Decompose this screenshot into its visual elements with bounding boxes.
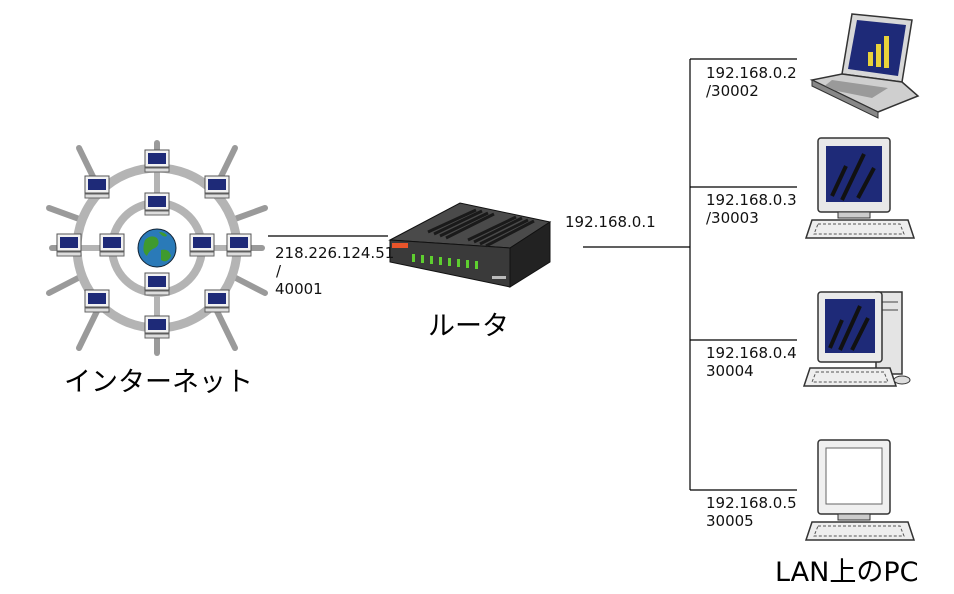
node-computer-icon [144, 192, 170, 216]
node-computer-icon [99, 233, 125, 257]
desktop-tower-icon [802, 291, 911, 387]
host-1-ip-label: 192.168.0.2 [706, 64, 797, 82]
host-3-ip-label: 192.168.0.4 [706, 344, 797, 362]
connection-lines [268, 58, 797, 491]
host-2-ip-label: 192.168.0.3 [706, 191, 797, 209]
internet-port-label: 40001 [275, 280, 323, 298]
node-computer-icon [144, 272, 170, 296]
internet-label: インターネット [64, 367, 253, 398]
node-computer-icon [204, 175, 230, 199]
host-3-port-label: 30004 [706, 362, 754, 380]
laptop-icon [809, 13, 920, 119]
node-computer-icon [56, 233, 82, 257]
node-computer-icon [204, 289, 230, 313]
node-computer-icon [84, 175, 110, 199]
internet-slash-label: / [276, 262, 282, 280]
internet-ip-label: 218.226.124.51 [275, 244, 395, 262]
node-computer-icon [226, 233, 252, 257]
router-lan-ip-label: 192.168.0.1 [565, 213, 656, 231]
internet-cluster-icon [46, 140, 268, 356]
crt-monitor-icon [804, 137, 916, 239]
host-2-port-label: /30003 [706, 209, 759, 227]
globe-icon [137, 228, 177, 268]
router-icon [388, 202, 552, 288]
host-4-port-label: 30005 [706, 512, 754, 530]
node-computer-icon [144, 315, 170, 339]
node-computer-icon [189, 233, 215, 257]
host-1-port-label: /30002 [706, 82, 759, 100]
host-4-ip-label: 192.168.0.5 [706, 494, 797, 512]
node-computer-icon [84, 289, 110, 313]
node-computer-icon [144, 149, 170, 173]
router-label: ルータ [428, 311, 509, 342]
lan-label: LAN上のPC [775, 557, 919, 588]
blank-monitor-icon [804, 439, 916, 541]
